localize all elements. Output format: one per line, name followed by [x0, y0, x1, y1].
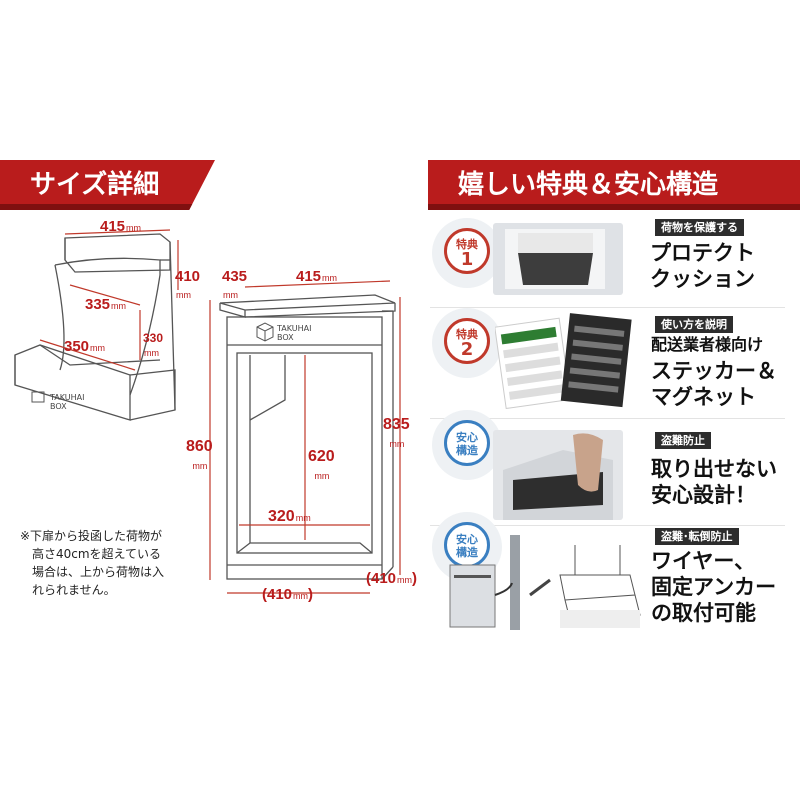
front-box-label-2: BOX: [277, 333, 294, 342]
feature-2-badge: 特典 2: [444, 318, 490, 364]
size-note: ※下扉から投函した荷物が 高さ40cmを超えている 場合は、上から荷物は入 れら…: [20, 529, 165, 597]
benefits-title: 嬉しい特典＆安心構造: [458, 170, 719, 200]
feature-4-tag: 盗難･転倒防止: [655, 528, 739, 545]
size-detail-banner: サイズ詳細: [0, 160, 215, 210]
dim-front-base-depth: (410mm): [366, 570, 418, 587]
feature-2-tag: 使い方を説明: [655, 316, 733, 333]
anti-theft-photo: [493, 430, 623, 520]
dim-front-top-width: 415mm: [296, 268, 338, 285]
sticker-magnet-photo: [494, 312, 635, 412]
front-box-diagram: TAKUHAI BOX: [209, 280, 401, 594]
benefits-banner: 嬉しい特典＆安心構造: [428, 160, 800, 210]
protect-cushion-photo: [493, 223, 623, 295]
dim-open-top-width: 415mm: [100, 218, 142, 235]
feature-4-headline: ワイヤー、 固定アンカー の取付可能: [651, 549, 777, 625]
open-box-diagram: TAKUHAI BOX: [14, 229, 179, 421]
open-box-label-2: BOX: [50, 402, 67, 411]
feature-4-badge: 安心 構造: [444, 522, 490, 568]
open-box-label-1: TAKUHAI: [49, 393, 84, 402]
feature-2-headline: ステッカー＆ マグネット: [651, 359, 777, 409]
feature-1-headline: プロテクト クッション: [650, 241, 755, 291]
feature-1-badge: 特典 1: [444, 228, 490, 274]
front-box-label-1: TAKUHAI: [276, 324, 311, 333]
dim-front-base-width: (410mm): [262, 586, 314, 603]
feature-1-tag: 荷物を保護する: [655, 219, 744, 236]
wire-anchor-photo: [440, 535, 645, 630]
feature-3-headline: 取り出せない 安心設計！: [651, 457, 777, 507]
dim-front-inner-width: 320mm: [268, 508, 311, 525]
dim-open-inner-depth: 335mm: [85, 296, 127, 313]
feature-3-badge: 安心 構造: [444, 420, 490, 466]
feature-2-subline: 配送業者様向け: [651, 335, 764, 354]
size-detail-title: サイズ詳細: [30, 170, 160, 200]
dim-open-inner-width: 350mm: [64, 338, 106, 355]
feature-3-tag: 盗難防止: [655, 432, 711, 449]
